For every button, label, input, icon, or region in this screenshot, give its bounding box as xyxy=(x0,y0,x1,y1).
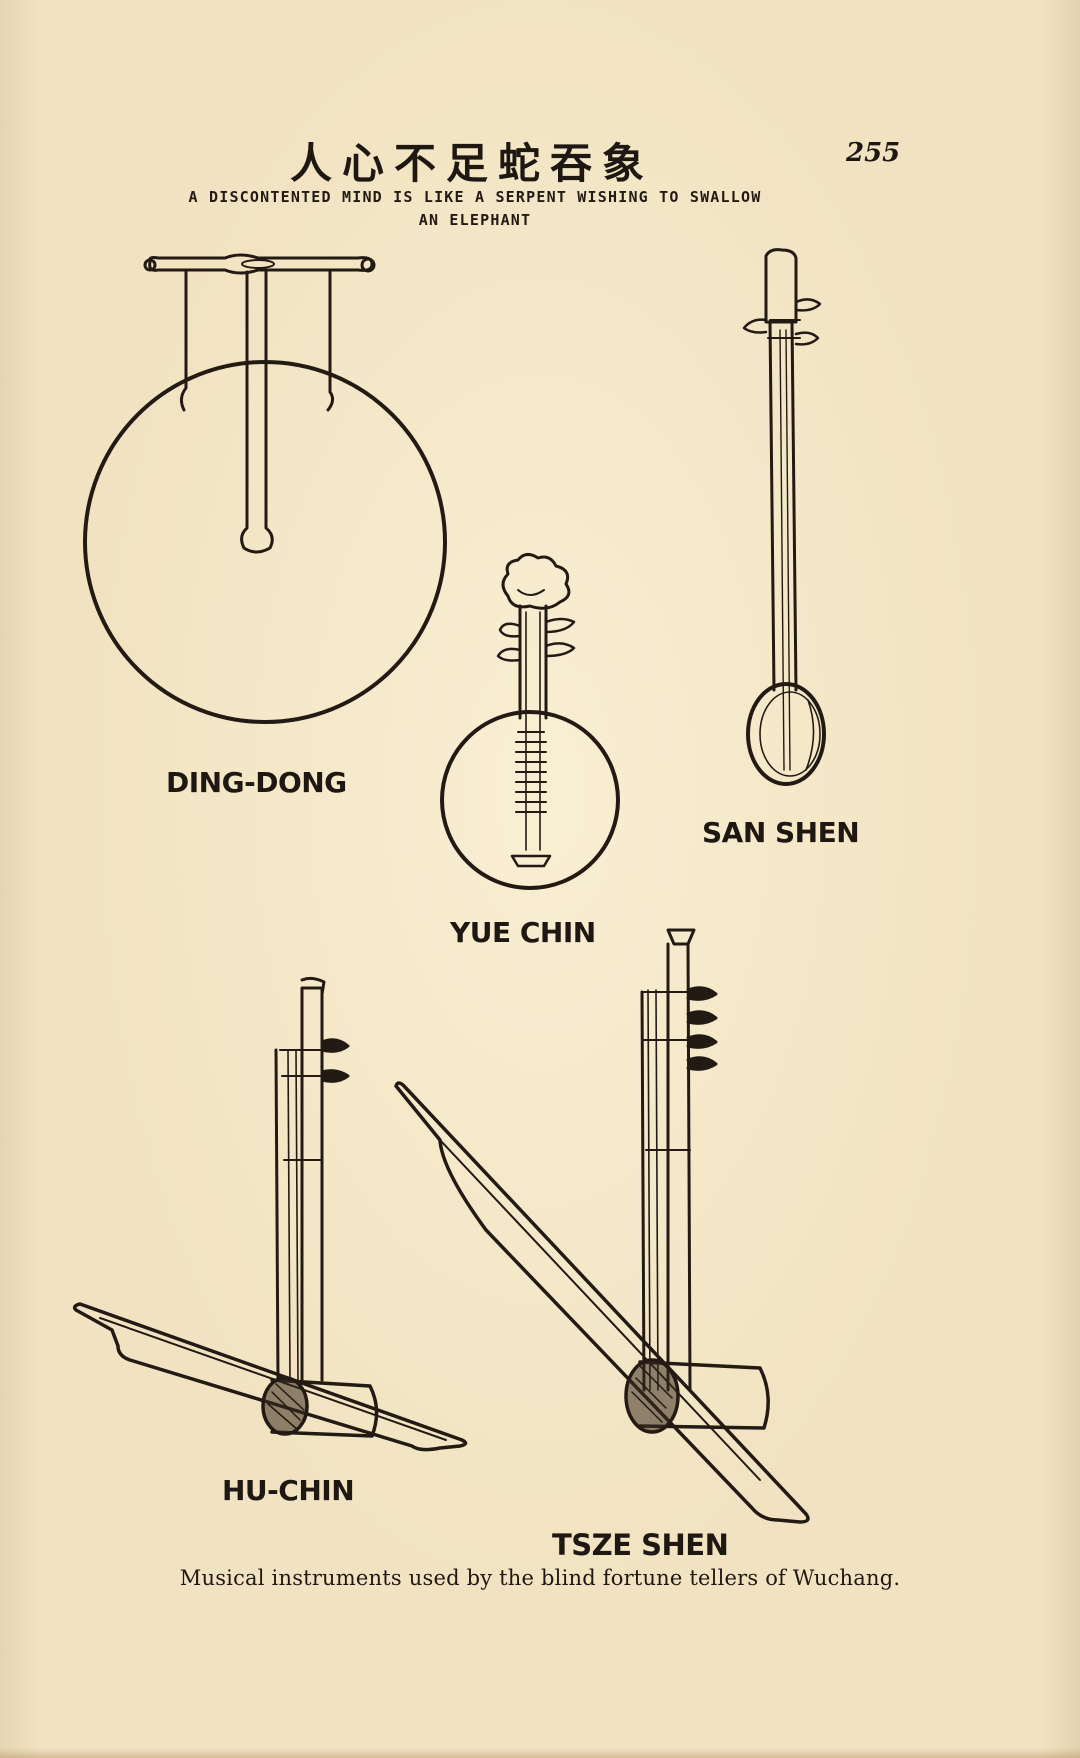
ding-dong-gong-drawing xyxy=(83,253,447,724)
page-number: 255 xyxy=(846,138,901,168)
page-edge-shadow xyxy=(0,1748,1080,1758)
san-shen-drawing xyxy=(742,248,826,786)
ding-dong-label: DING-DONG xyxy=(166,766,347,799)
chinese-proverb-title: 人心不足蛇吞象 xyxy=(290,139,655,188)
proverb-translation-line-2: AN ELEPHANT xyxy=(418,211,532,229)
hu-chin-label: HU-CHIN xyxy=(222,1474,355,1507)
figure-caption: Musical instruments used by the blind fo… xyxy=(179,1566,901,1590)
san-shen-label: SAN SHEN xyxy=(702,816,860,849)
tsze-shen-label: TSZE SHEN xyxy=(552,1528,729,1562)
yue-chin-label: YUE CHIN xyxy=(450,916,596,949)
proverb-translation: A DISCONTENTED MIND IS LIKE A SERPENT WI… xyxy=(120,186,830,232)
hu-chin-drawing xyxy=(72,976,468,1452)
tsze-shen-drawing xyxy=(394,928,810,1524)
yue-chin-drawing xyxy=(440,553,620,890)
proverb-translation-line-1: A DISCONTENTED MIND IS LIKE A SERPENT WI… xyxy=(188,188,762,206)
